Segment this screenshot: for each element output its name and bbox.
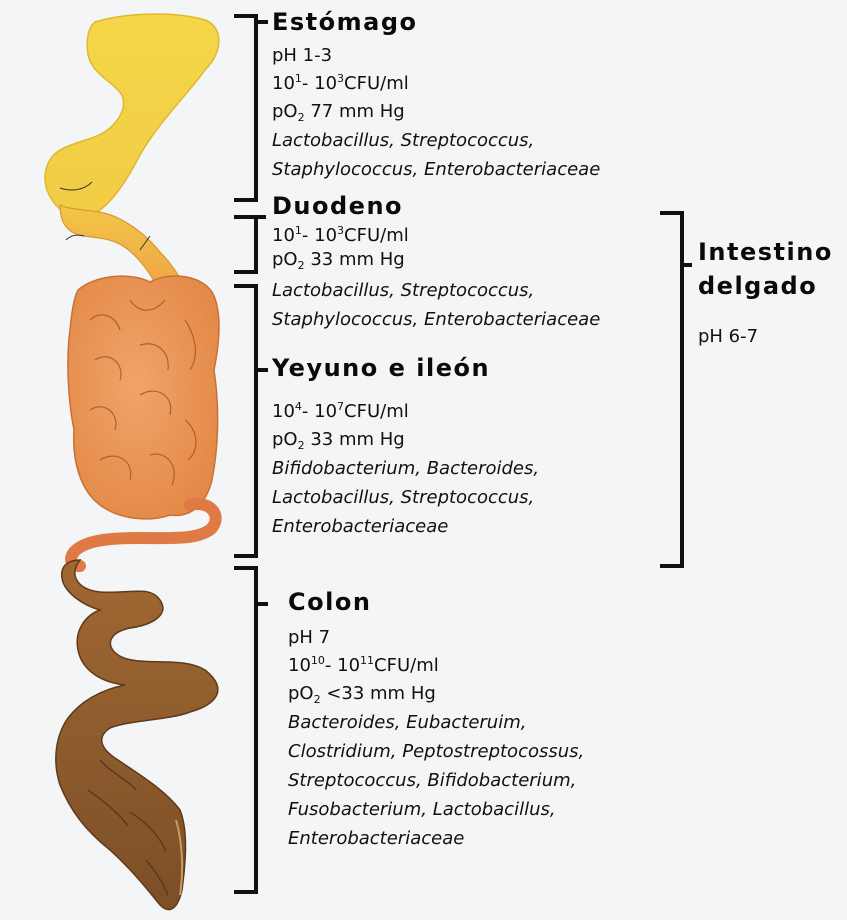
colon-bacteria-5: Enterobacteriaceae (288, 824, 584, 853)
duodenum-section: Duodeno 101- 103CFU/ml pO2 33 mm Hg Lact… (272, 194, 600, 334)
duodenum-title: Duodeno (272, 194, 600, 218)
small-intestine-section: Intestino delgado pH 6-7 (698, 235, 833, 351)
jejunum-section: Yeyuno e ileón 104- 107CFU/ml pO2 33 mm … (272, 356, 539, 541)
colon-bacteria-3: Streptococcus, Bifidobacterium, (288, 766, 584, 795)
colon-cfu: 1010- 1011CFU/ml (288, 652, 584, 680)
small-intestine-bracket (660, 213, 692, 566)
stomach-ph: pH 1-3 (272, 42, 600, 70)
jejunum-po2: pO2 33 mm Hg (272, 426, 539, 454)
duodenum-bacteria-2: Staphylococcus, Enterobacteriaceae (272, 305, 600, 334)
stomach-po2: pO2 77 mm Hg (272, 98, 600, 126)
colon-bacteria-2: Clostridium, Peptostreptocossus, (288, 737, 584, 766)
colon-bacteria-1: Bacteroides, Eubacteruim, (288, 708, 584, 737)
jejunum-bacteria-2: Lactobacillus, Streptococcus, (272, 483, 539, 512)
duodenum-bacteria-1: Lactobacillus, Streptococcus, (272, 276, 600, 305)
small-intestine-shape (68, 276, 219, 519)
small-intestine-title-1: Intestino (698, 235, 833, 269)
stomach-title: Estómago (272, 10, 600, 34)
digestive-tract-illustration (0, 0, 260, 920)
colon-po2: pO2 <33 mm Hg (288, 680, 584, 708)
jejunum-title: Yeyuno e ileón (272, 356, 539, 380)
stomach-bacteria-2: Staphylococcus, Enterobacteriaceae (272, 155, 600, 184)
small-intestine-ph: pH 6-7 (698, 323, 833, 351)
stomach-cfu: 101- 103CFU/ml (272, 70, 600, 98)
colon-shape (56, 560, 218, 910)
stomach-bacteria-1: Lactobacillus, Streptococcus, (272, 126, 600, 155)
colon-title: Colon (288, 590, 584, 614)
duodenum-cfu: 101- 103CFU/ml (272, 224, 600, 248)
colon-bacteria-4: Fusobacterium, Lactobacillus, (288, 795, 584, 824)
small-intestine-title-2: delgado (698, 269, 833, 303)
stomach-shape (45, 14, 219, 218)
jejunum-bacteria-3: Enterobacteriaceae (272, 512, 539, 541)
jejunum-cfu: 104- 107CFU/ml (272, 398, 539, 426)
jejunum-bacteria-1: Bifidobacterium, Bacteroides, (272, 454, 539, 483)
colon-ph: pH 7 (288, 624, 584, 652)
stomach-section: Estómago pH 1-3 101- 103CFU/ml pO2 77 mm… (272, 10, 600, 184)
colon-section: Colon pH 7 1010- 1011CFU/ml pO2 <33 mm H… (288, 590, 584, 853)
duodenum-po2: pO2 33 mm Hg (272, 248, 600, 272)
